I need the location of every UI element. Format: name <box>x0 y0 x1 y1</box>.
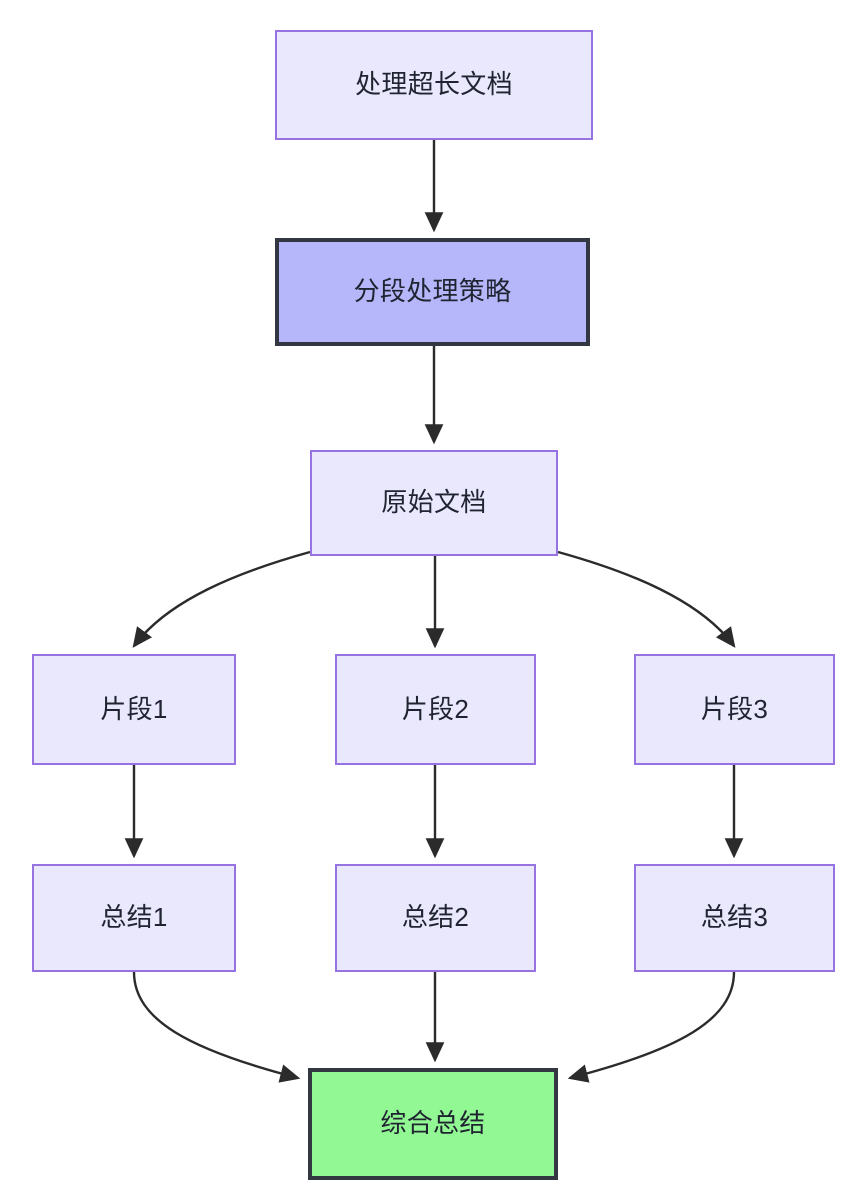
edge-raw_doc-to-chunk3 <box>557 550 736 648</box>
node-label: 片段1 <box>100 693 168 724</box>
node-chunking-strategy[interactable]: 分段处理策略 <box>275 238 590 346</box>
edge-summary1-to-final <box>132 971 301 1083</box>
node-label: 总结2 <box>401 902 470 933</box>
node-label: 片段2 <box>401 693 470 724</box>
node-label: 综合总结 <box>380 1108 486 1139</box>
node-combined-summary[interactable]: 综合总结 <box>308 1068 558 1180</box>
node-summary-1[interactable]: 总结1 <box>32 864 236 972</box>
node-chunk-1[interactable]: 片段1 <box>32 654 236 765</box>
node-summary-3[interactable]: 总结3 <box>634 864 835 972</box>
node-chunk-3[interactable]: 片段3 <box>634 654 835 765</box>
node-chunk-2[interactable]: 片段2 <box>335 654 536 765</box>
node-label: 总结1 <box>100 902 168 933</box>
node-label: 片段3 <box>700 693 769 724</box>
node-label: 总结3 <box>700 902 769 933</box>
edge-summary3-to-final <box>567 971 736 1083</box>
node-label: 处理超长文档 <box>355 69 513 100</box>
node-process-long-document[interactable]: 处理超长文档 <box>275 30 593 140</box>
node-original-document[interactable]: 原始文档 <box>310 450 558 556</box>
node-label: 原始文档 <box>381 487 487 518</box>
node-summary-2[interactable]: 总结2 <box>335 864 536 972</box>
node-label: 分段处理策略 <box>353 276 512 307</box>
edge-raw_doc-to-chunk1 <box>132 550 311 648</box>
